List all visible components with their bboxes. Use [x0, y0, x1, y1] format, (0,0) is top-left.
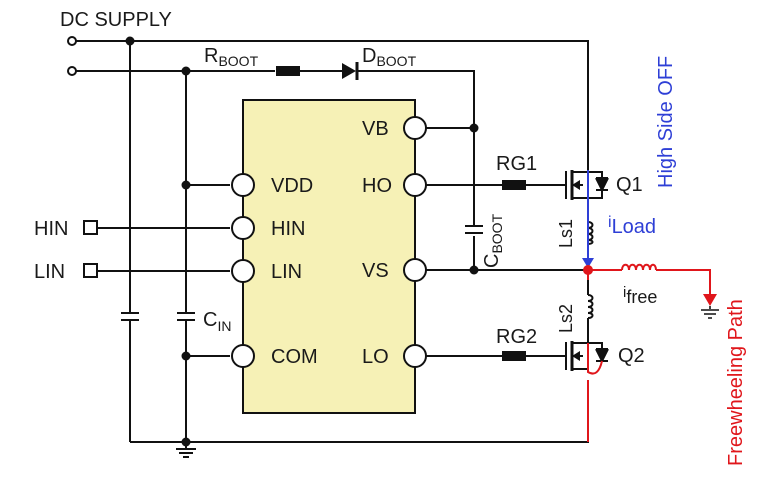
vs-junction-red [583, 265, 593, 275]
hin-input: HIN [34, 218, 98, 240]
pin-label-vs: VS [362, 260, 389, 282]
pin-label-lo: LO [362, 346, 389, 368]
ls1-label: Ls1 [556, 219, 576, 248]
rg1-resistor-icon [502, 180, 526, 190]
cin-label: CIN [203, 309, 231, 334]
iload-arrow [582, 170, 594, 268]
bulk-capacitor-icon [121, 312, 139, 321]
ls2-inductor-icon [587, 294, 594, 319]
dc-supply-label: DC SUPPLY [60, 9, 172, 31]
iload-label: iLoad [608, 214, 656, 238]
ls2-label: Ls2 [556, 304, 576, 333]
cin-capacitor-icon [177, 312, 195, 321]
ic-pins [231, 116, 427, 368]
q2-label: Q2 [618, 345, 645, 367]
wires [76, 40, 589, 458]
hin-input-label: HIN [34, 218, 68, 240]
rg2-resistor-icon [502, 351, 526, 361]
lin-input: LIN [34, 261, 98, 283]
cboot-capacitor-icon [465, 225, 483, 234]
rboot-resistor-icon [276, 66, 300, 76]
high-side-off-label: High Side OFF [655, 56, 677, 188]
supply-terminal-boot [67, 66, 77, 76]
rg1-label: RG1 [496, 153, 537, 175]
pin-label-vdd: VDD [271, 175, 313, 197]
q2-mosfet-icon [556, 341, 609, 371]
dboot-diode-icon [342, 62, 359, 80]
ifree-label: ifree [623, 284, 657, 307]
junction-dots [125, 36, 479, 447]
lin-input-label: LIN [34, 261, 65, 283]
pin-label-com: COM [271, 346, 318, 368]
rboot-label: RBOOT [204, 45, 259, 69]
pin-label-lin: LIN [271, 261, 302, 283]
hin-terminal-icon [83, 220, 98, 235]
ic-body [242, 99, 416, 414]
q1-mosfet-icon [556, 170, 609, 200]
load-ground-icon [701, 306, 719, 319]
lin-terminal-icon [83, 263, 98, 278]
dboot-label: DBOOT [362, 45, 417, 69]
freewheeling-path-label: Freewheeling Path [725, 299, 747, 466]
supply-terminal-positive [67, 36, 77, 46]
pin-label-vb: VB [362, 118, 389, 140]
rg2-label: RG2 [496, 326, 537, 348]
q1-label: Q1 [616, 174, 643, 196]
pin-label-hin: HIN [271, 218, 305, 240]
pin-label-ho: HO [362, 175, 392, 197]
cboot-label: CBOOT [481, 213, 505, 268]
